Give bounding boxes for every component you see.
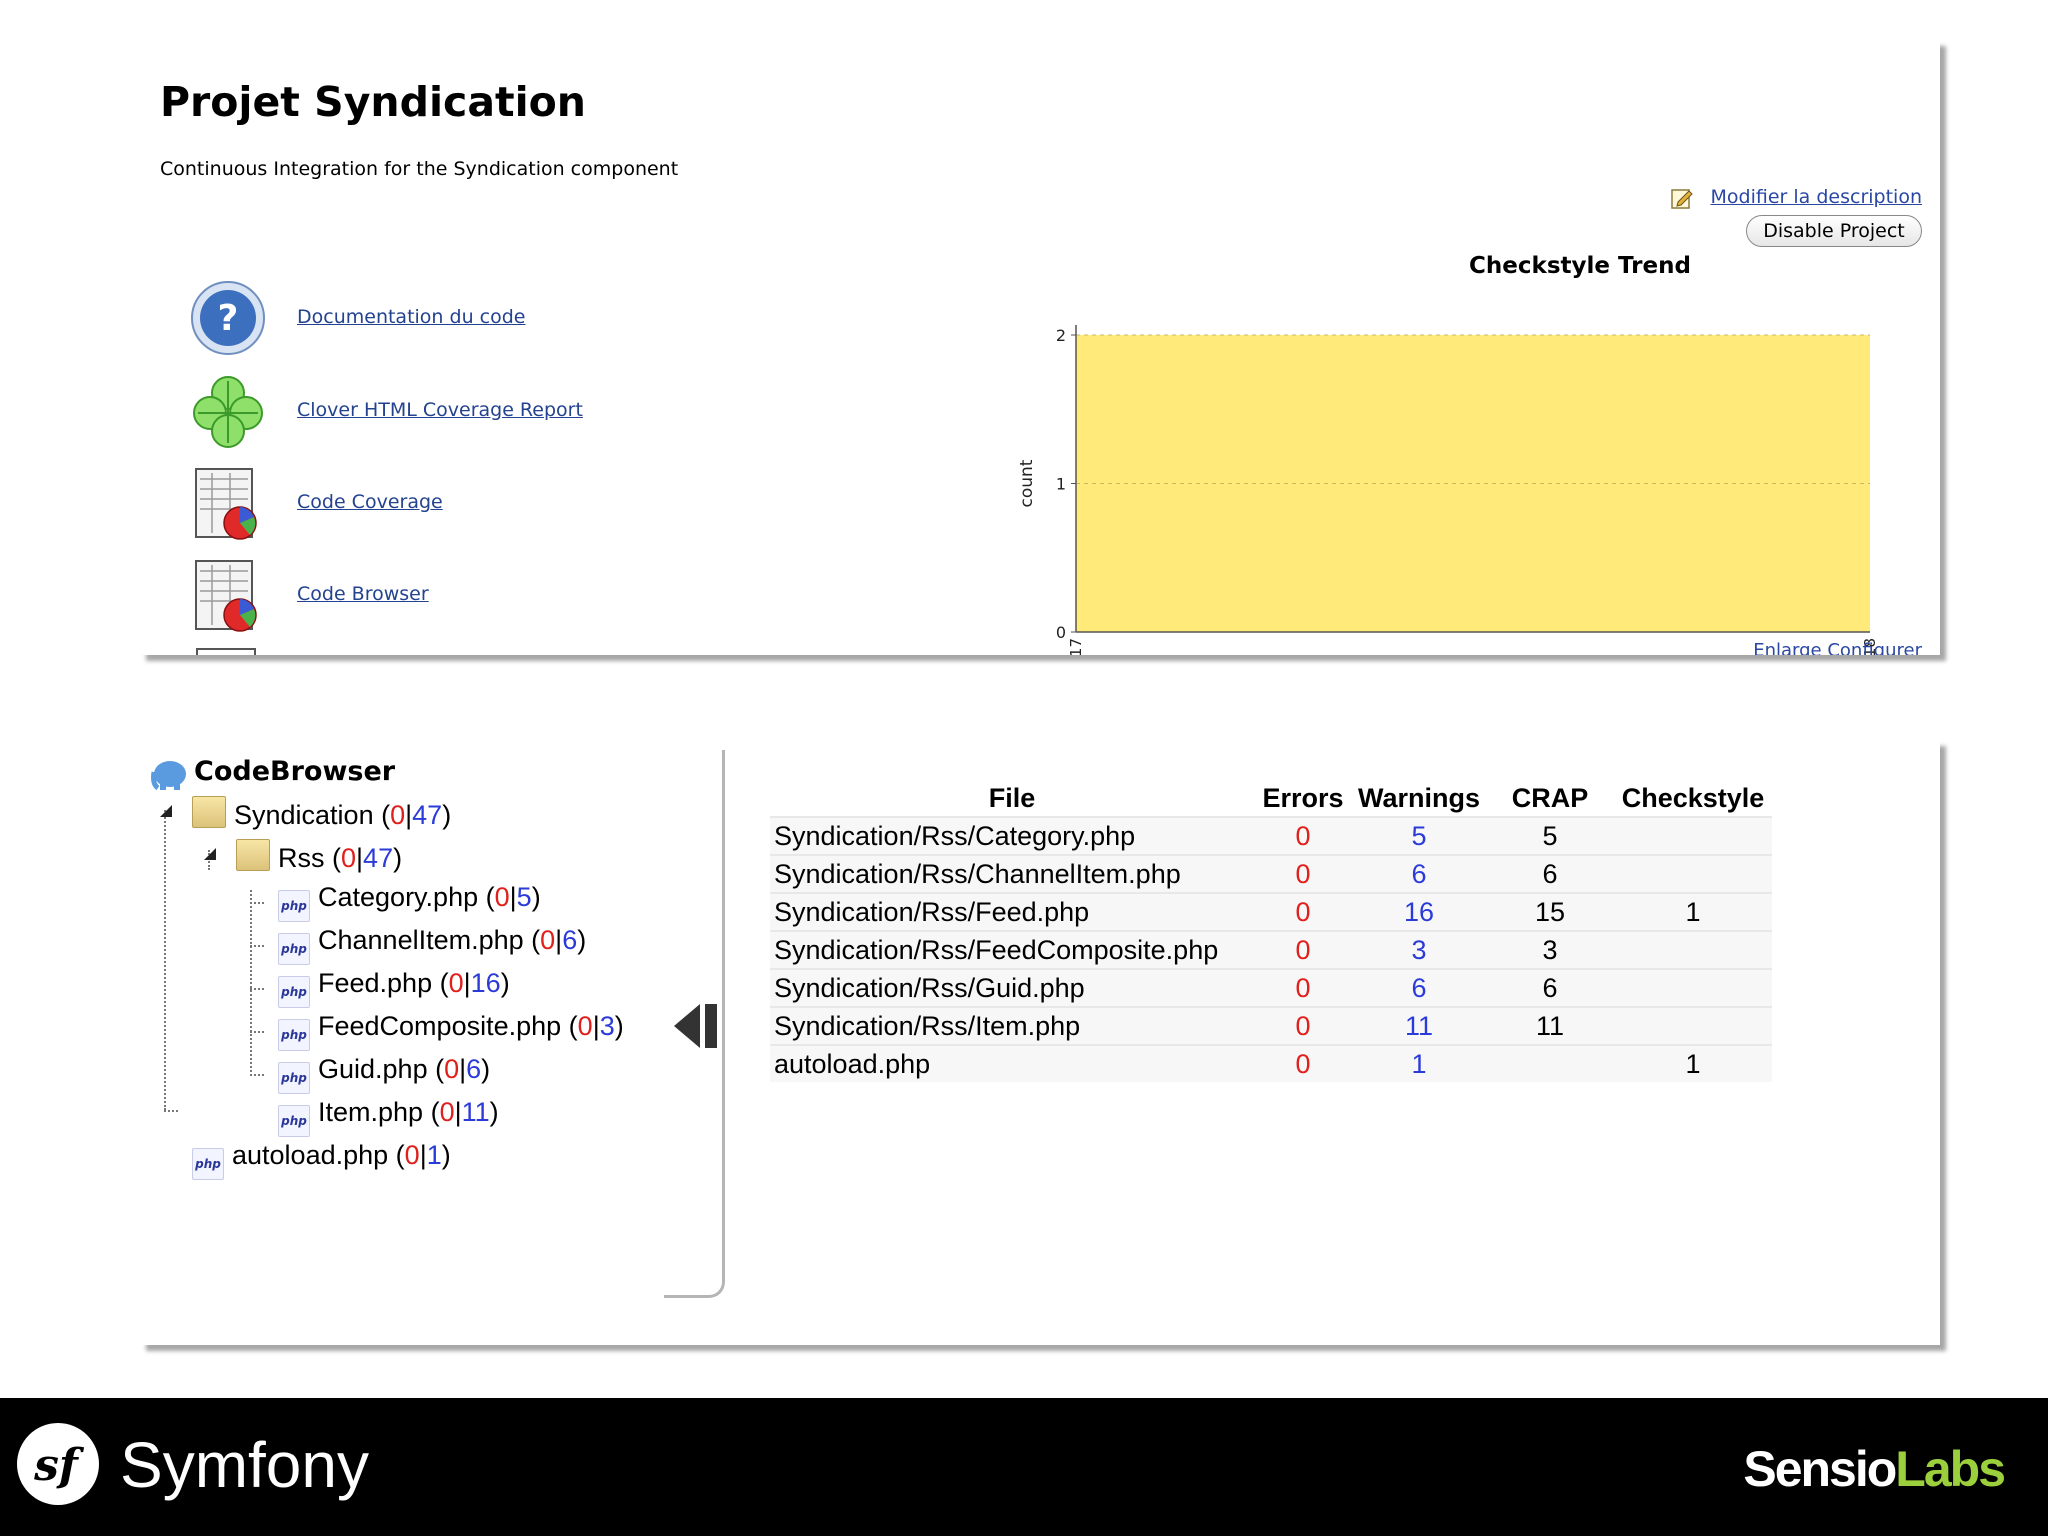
php-file-icon: php [278, 1105, 310, 1137]
collapse-toggle-icon[interactable] [202, 846, 218, 862]
link-item-documentation[interactable]: ? Documentation du code [190, 280, 690, 360]
chart-y-tick-label: 1 [1056, 475, 1066, 494]
chart-y-tick-label: 2 [1056, 326, 1066, 345]
chart-title: Checkstyle Trend [1469, 253, 1691, 279]
table-row[interactable]: Syndication/Rss/FeedComposite.php 0 3 3 [770, 930, 1773, 969]
checkstyle-trend-chart[interactable]: 0 1 2 #17 #18 count [1010, 280, 1880, 655]
symfony-wordmark: Symfony [120, 1429, 369, 1501]
clover-report-link[interactable]: Clover HTML Coverage Report [297, 399, 583, 421]
svg-text:?: ? [218, 298, 239, 339]
tree-connector [250, 1031, 264, 1033]
link-item-clover[interactable]: Clover HTML Coverage Report [190, 373, 690, 453]
chart-y-tick-label: 0 [1056, 623, 1066, 642]
link-item-code-browser[interactable]: Code Browser [190, 557, 690, 637]
table-row[interactable]: Syndication/Rss/Guid.php 0 6 6 [770, 968, 1773, 1007]
chart-area-series-0 [1076, 335, 1870, 632]
php-file-icon: php [278, 933, 310, 965]
enlarge-configure-links[interactable]: Enlarge Configurer [1753, 640, 1922, 655]
edit-icon[interactable] [1670, 186, 1694, 210]
tree-connector [164, 810, 166, 1110]
sensiolabs-logo: SensioLabs [1743, 1441, 2006, 1497]
table-row[interactable]: Syndication/Rss/ChannelItem.php 0 6 6 [770, 854, 1773, 893]
report-chart-icon [195, 560, 257, 632]
tree-connector [164, 1110, 178, 1112]
tree-node-folder[interactable]: Rss (0|47) [236, 839, 402, 874]
tree-connector [250, 902, 264, 904]
tree-connector [250, 988, 264, 990]
project-description: Continuous Integration for the Syndicati… [160, 158, 679, 180]
folder-icon [192, 796, 226, 828]
help-icon: ? [191, 281, 265, 355]
link-item-code-coverage[interactable]: Code Coverage [190, 465, 690, 545]
table-row[interactable]: Syndication/Rss/Item.php 0 11 11 [770, 1006, 1773, 1045]
php-file-icon: php [278, 1062, 310, 1094]
disable-project-button[interactable]: Disable Project [1746, 215, 1922, 247]
tree-node-folder[interactable]: Syndication (0|47) [192, 796, 451, 831]
report-chart-icon [195, 468, 257, 540]
folder-icon [236, 839, 270, 871]
code-coverage-link[interactable]: Code Coverage [297, 491, 443, 513]
collapse-toggle-icon[interactable] [158, 803, 174, 819]
php-file-icon: php [278, 976, 310, 1008]
php-file-icon: php [192, 1148, 224, 1180]
column-header-warnings[interactable]: Warnings [1358, 782, 1481, 813]
chart-y-axis-label: count [1017, 459, 1037, 507]
chart-x-tick-label: #18 [1861, 638, 1879, 655]
tree-connector [250, 945, 264, 947]
file-metrics-table: File Errors Warnings CRAP Checkstyle Syn… [770, 780, 1773, 1082]
collapse-arrow-icon[interactable] [672, 1000, 720, 1052]
project-panel: Projet Syndication Continuous Integratio… [140, 40, 1940, 655]
chart-x-tick-label: #17 [1067, 638, 1085, 655]
column-header-crap[interactable]: CRAP [1511, 782, 1589, 813]
branding-footer: sf Symfony SensioLabs [0, 1398, 2048, 1536]
php-file-icon: php [278, 890, 310, 922]
column-header-errors[interactable]: Errors [1262, 782, 1344, 813]
table-row[interactable]: autoload.php 0 1 1 [770, 1044, 1773, 1082]
tree-connector [250, 1074, 264, 1076]
table-row[interactable]: Syndication/Rss/Feed.php 0 16 15 1 [770, 892, 1773, 931]
code-browser-link[interactable]: Code Browser [297, 583, 429, 605]
tree-connector [250, 890, 252, 1076]
table-row[interactable]: Syndication/Rss/Category.php 0 5 5 [770, 816, 1773, 855]
link-item-partial [190, 648, 690, 655]
page-title: Projet Syndication [160, 78, 586, 126]
elephant-icon [151, 761, 186, 790]
panel-splitter[interactable] [664, 750, 725, 1298]
column-header-checkstyle[interactable]: Checkstyle [1621, 782, 1765, 813]
documentation-link[interactable]: Documentation du code [297, 306, 526, 328]
php-file-icon: php [278, 1019, 310, 1051]
clover-icon [193, 376, 263, 448]
svg-text:sf: sf [33, 1440, 85, 1491]
tree-title: CodeBrowser [194, 756, 396, 787]
codebrowser-panel: CodeBrowser Syndication (0|47) Rss (0|47… [140, 740, 1940, 1345]
edit-description-link[interactable]: Modifier la description [1710, 186, 1922, 208]
column-header-file[interactable]: File [988, 782, 1036, 813]
symfony-logo-icon: sf [17, 1423, 99, 1505]
